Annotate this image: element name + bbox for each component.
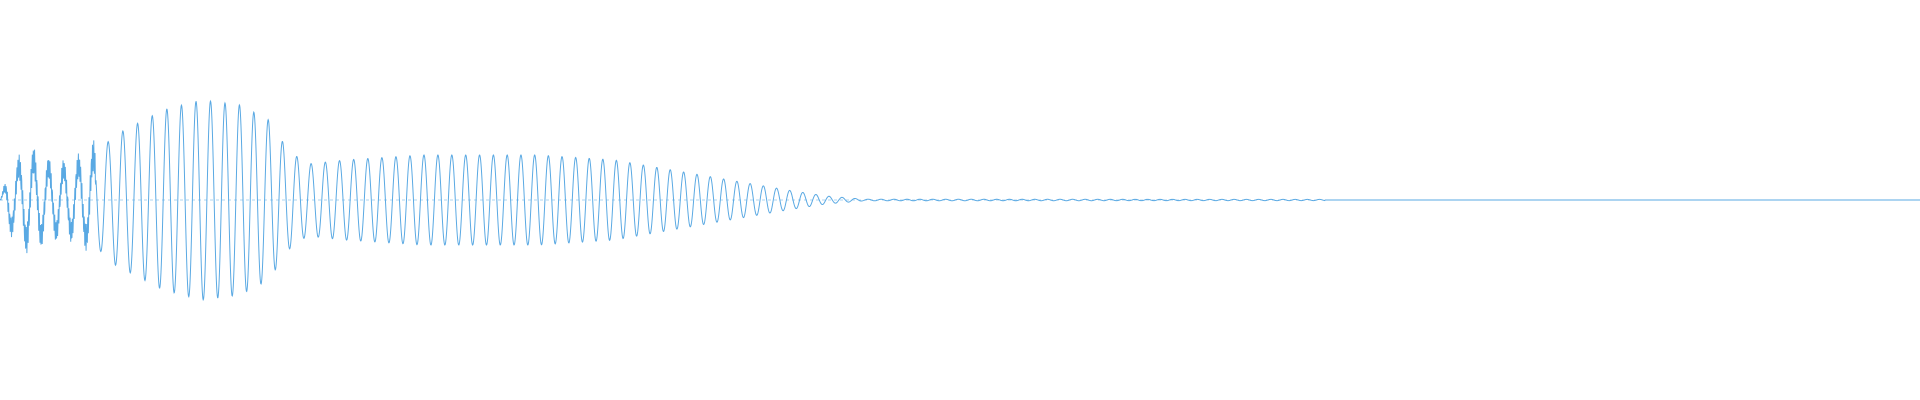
waveform-path: [0, 99, 1920, 302]
